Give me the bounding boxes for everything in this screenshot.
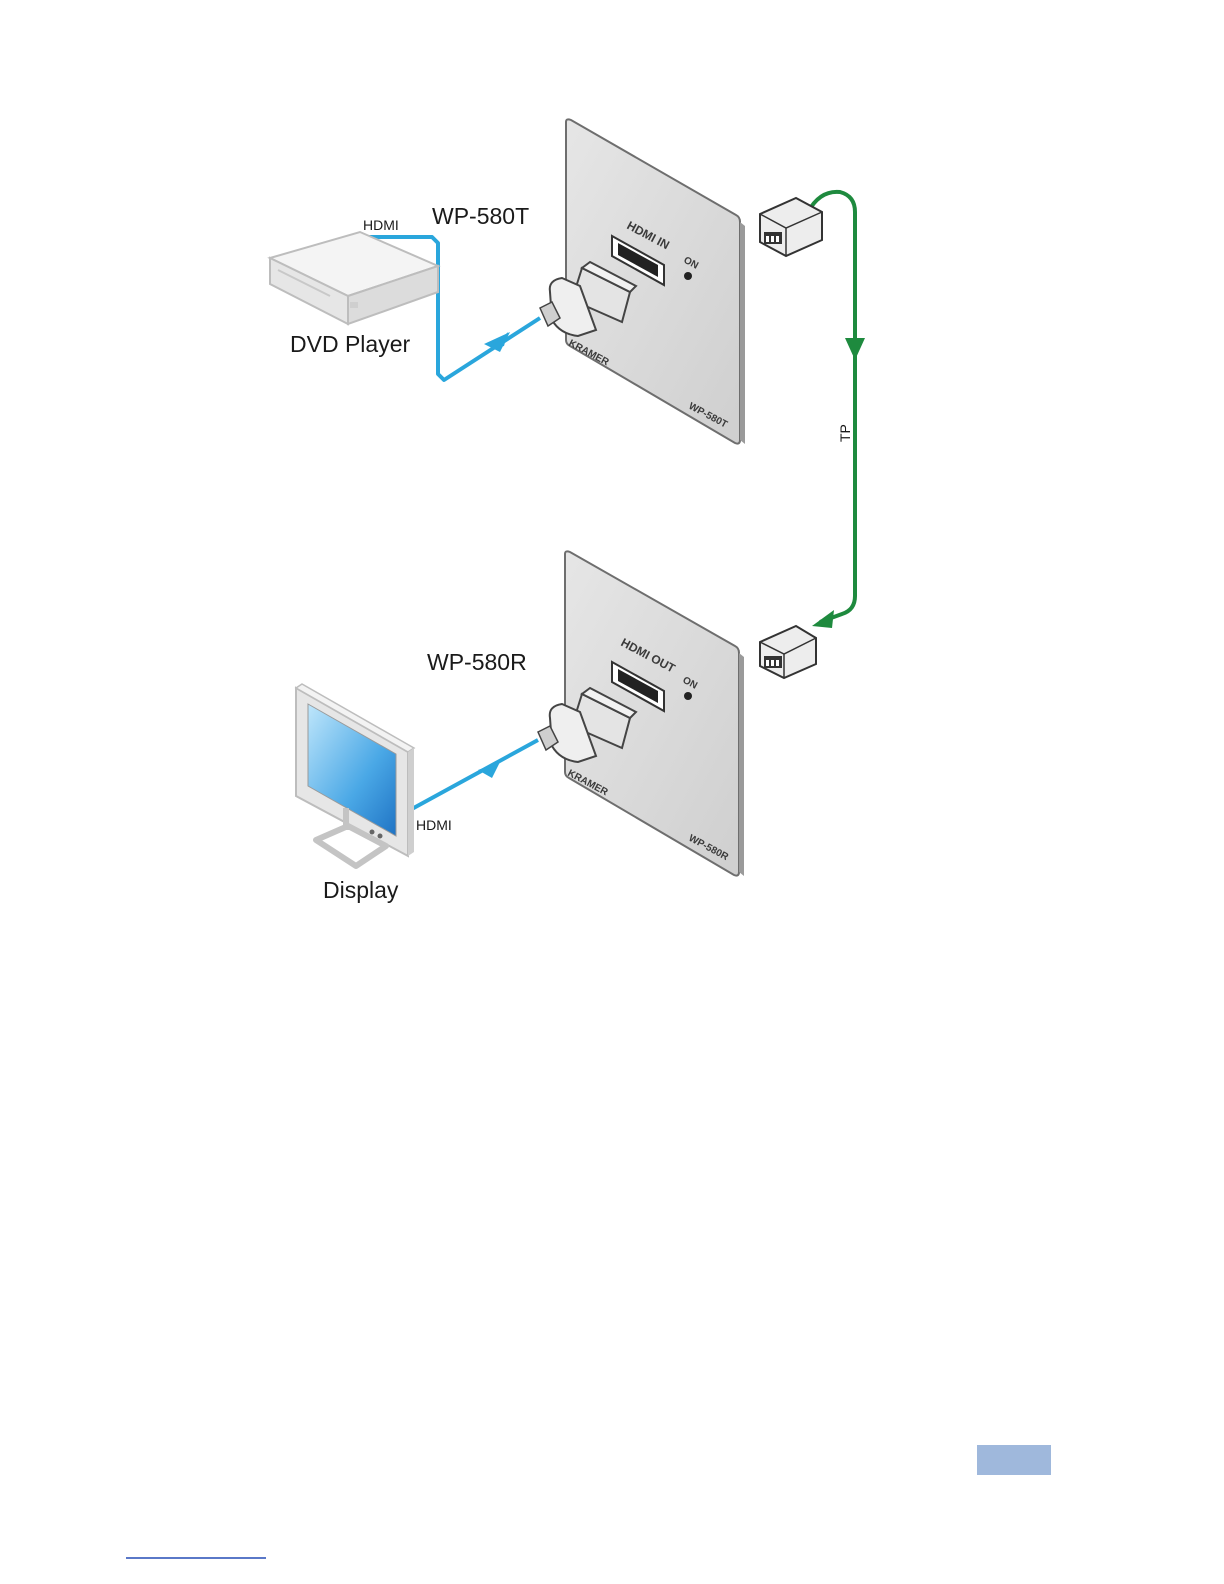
source-label: DVD Player [290, 331, 410, 357]
arrow-left-icon [478, 762, 500, 778]
rx-led-icon [684, 692, 692, 700]
tp-cable-label: TP [837, 424, 853, 442]
hdmi-out-cable-label: HDMI [416, 817, 452, 833]
tx-led-icon [684, 272, 692, 280]
page-number-tab [977, 1445, 1051, 1475]
display-icon [296, 684, 414, 866]
hdmi-output-cable [410, 740, 538, 812]
rj45-connector-icon [760, 198, 822, 256]
dvd-player-icon [270, 232, 438, 324]
receiver-wall-plate: HDMI OUT ON KRAMER WP-580R [538, 551, 744, 876]
transmitter-label: WP-580T [432, 203, 529, 229]
arrow-down-icon [845, 338, 865, 360]
tp-cable [808, 192, 865, 628]
rj45-connector-icon [760, 626, 816, 678]
footer-rule [126, 1557, 266, 1559]
transmitter-wall-plate: HDMI IN ON KRAMER WP-580T [540, 119, 745, 444]
hdmi-in-cable-label: HDMI [363, 217, 399, 233]
display-label: Display [323, 877, 399, 903]
connection-diagram: HDMI IN ON KRAMER WP-580T HDMI OUT ON KR… [0, 0, 1224, 1000]
receiver-label: WP-580R [427, 649, 527, 675]
